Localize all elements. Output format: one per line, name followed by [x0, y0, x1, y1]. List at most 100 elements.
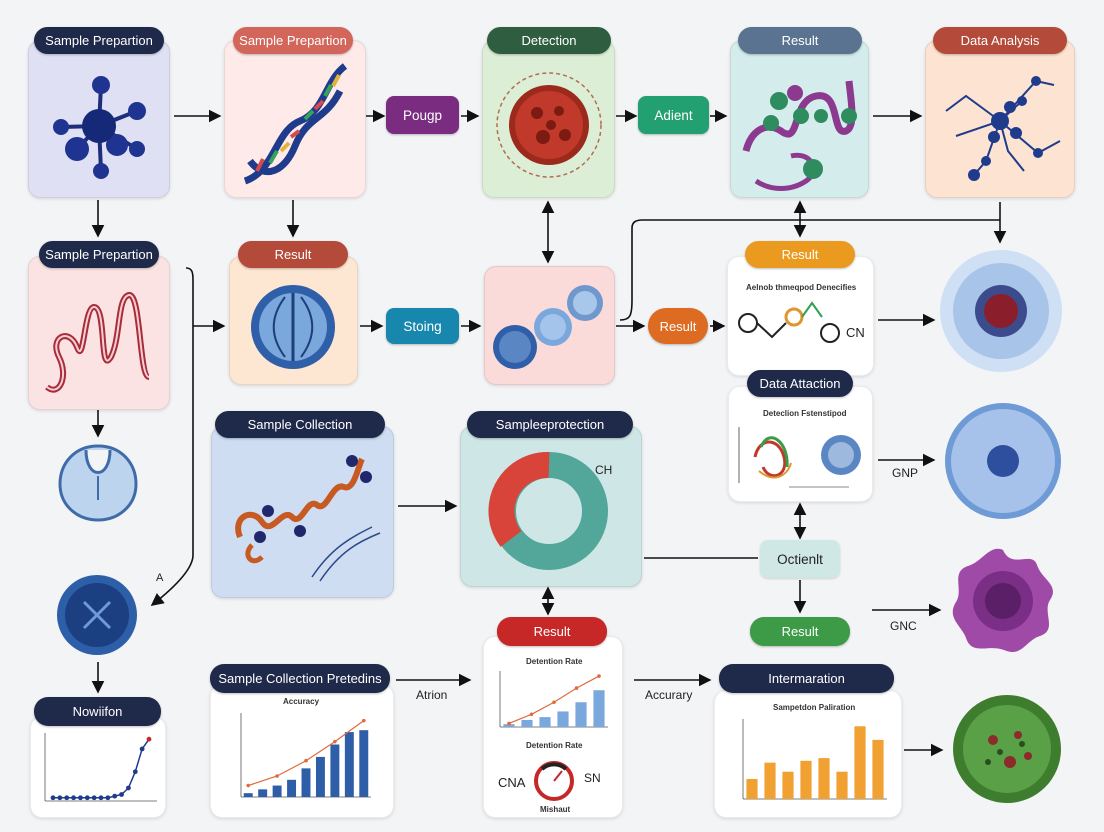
mid-stoing: Stoing: [386, 308, 459, 344]
network-icon: [945, 76, 1061, 181]
atrion-label: Atrion: [416, 688, 448, 702]
gnc-label: GNC: [890, 619, 917, 633]
nucleus-icon: [251, 285, 335, 369]
data-point: [132, 769, 138, 775]
cells-icon: [493, 285, 603, 369]
data-point: [78, 795, 83, 801]
bar: [344, 732, 354, 797]
data-point: [105, 795, 111, 801]
card-network: [925, 40, 1075, 198]
red-cell-icon: [496, 72, 602, 178]
blue-cell-icon: [945, 403, 1061, 519]
card-blue-cell: [942, 400, 1064, 522]
label-result-amber: Result: [745, 241, 855, 268]
bar: [854, 726, 866, 799]
series-line: [53, 738, 150, 799]
bar: [315, 756, 325, 797]
bar: [836, 771, 848, 799]
strand-icon: [45, 292, 152, 393]
card-purple-cell: [942, 540, 1064, 662]
accuracy-bar-chart: [240, 713, 371, 798]
card-protein: [730, 40, 869, 198]
bar: [503, 724, 515, 727]
ch-label: CH: [595, 463, 613, 477]
label-detection: Detection: [487, 27, 611, 54]
detection-card-title: Deteclion Fstenstipod: [763, 409, 847, 418]
trend-point: [246, 783, 251, 788]
card-sampetdon-chart: Sampetdon Paliration: [714, 690, 902, 818]
bar: [818, 758, 830, 799]
label-sample-prepartion-3: Sample Prepartion: [39, 241, 159, 268]
bar: [330, 744, 340, 797]
data-point: [91, 795, 97, 801]
data-point: [119, 792, 124, 797]
label-sample-collection: Sample Collection: [215, 411, 385, 438]
mid-adient: Adient: [638, 96, 709, 134]
accuracy-chart-title: Accuracy: [283, 697, 320, 706]
card-collection: [211, 426, 394, 598]
data-point: [126, 785, 131, 791]
data-point: [50, 795, 56, 801]
card-virus-blue: [54, 572, 140, 658]
cell-icon: [940, 250, 1062, 372]
mid-result-orange: Result: [648, 308, 708, 344]
label-sample-collection-pretedins: Sample Collection Pretedins: [210, 664, 390, 693]
card-strand: [28, 256, 170, 410]
label-result-red: Result: [497, 617, 607, 646]
label-data-attaction: Data Attaction: [747, 370, 853, 397]
detention-chart-title-2: Detention Rate: [526, 741, 583, 750]
detention-bar-chart: [499, 671, 608, 728]
bar: [575, 702, 587, 727]
trend-point: [304, 758, 308, 763]
card-pathway: Aelnob thmeqpod Denecifies CN: [727, 256, 874, 376]
purple-cell-icon: [952, 548, 1053, 653]
trend-point: [275, 774, 279, 778]
bar: [359, 730, 369, 797]
dna-helix-icon: [243, 63, 348, 185]
card-line-chart: [30, 716, 166, 818]
gauge-caption: Mishaut: [540, 805, 571, 814]
card-molecule: [28, 40, 170, 198]
card-detection-cell: [482, 40, 615, 198]
trend-point: [333, 739, 337, 744]
trend-point: [574, 686, 579, 690]
card-nucleus: [229, 256, 358, 385]
trend-point: [552, 700, 556, 705]
trend-point: [597, 674, 601, 678]
cna-label: CNA: [498, 775, 526, 790]
data-point: [146, 736, 152, 742]
accurary-label: Accurary: [645, 688, 693, 702]
card-big-cell: [938, 248, 1064, 374]
detention-chart-title: Detention Rate: [526, 657, 583, 666]
bar: [872, 739, 884, 799]
bar: [258, 789, 268, 797]
cn-label: CN: [846, 325, 865, 340]
card-detention-chart: Detention Rate Detention Rate CNA SN Mis…: [483, 636, 623, 818]
card-cells: [484, 266, 615, 385]
mid-pougp: Pougp: [386, 96, 459, 134]
vesicle-icon: [58, 444, 138, 522]
molecule-icon: [53, 76, 146, 179]
bar: [746, 779, 758, 799]
card-detection-data: Deteclion Fstenstipod: [728, 386, 873, 502]
virus-icon: [57, 575, 137, 655]
pathway-icon: [738, 301, 840, 343]
bar: [593, 690, 605, 727]
label-result-top: Result: [738, 27, 862, 54]
bar: [539, 717, 551, 727]
bar: [521, 719, 533, 727]
bar: [243, 793, 253, 797]
bar: [272, 785, 282, 797]
data-point: [64, 795, 70, 801]
card-protection: CH: [460, 426, 642, 587]
data-point: [71, 795, 76, 801]
card-dna: [224, 40, 366, 198]
protein-mini-icon: [738, 427, 861, 488]
donut-icon: [488, 452, 608, 570]
sampetdon-bar-chart: [742, 719, 887, 800]
label-sample-prepartion-2: Sample Prepartion: [233, 27, 353, 54]
label-intermaration: Intermaration: [719, 664, 894, 693]
label-nowiifon: Nowiifon: [34, 697, 161, 726]
data-point: [139, 746, 145, 752]
